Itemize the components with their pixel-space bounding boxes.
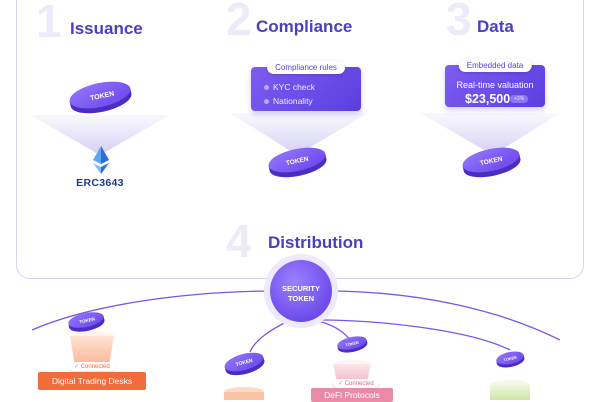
step-4-title: Distribution xyxy=(268,233,364,252)
step-3-number: 3 xyxy=(446,0,472,45)
defi-token-label: TOKEN xyxy=(345,341,359,348)
compliance-rules-title: Compliance rules xyxy=(267,61,345,74)
ethereum-icon xyxy=(93,146,109,174)
right-token-label: TOKEN xyxy=(503,356,517,363)
bottom-left-token xyxy=(224,352,265,376)
compliance-rules-card: Compliance rules KYC check Nationality xyxy=(251,61,361,111)
issuance-token xyxy=(69,81,132,114)
distribution-arc-left xyxy=(31,290,271,331)
bottom-left-token-label: TOKEN xyxy=(235,358,254,368)
step-3-title: Data xyxy=(477,17,514,36)
trading-desks-token-label: TOKEN xyxy=(79,316,95,324)
check-circle-icon: ✓ xyxy=(74,364,80,370)
bottom-left-cup xyxy=(224,387,264,400)
erc3643-label: ERC3643 xyxy=(76,177,124,189)
distribution-arc-right xyxy=(331,290,561,341)
valuation-label: Real-time valuation xyxy=(456,80,534,90)
step-1-number: 1 xyxy=(36,0,62,47)
distribution-link-left xyxy=(249,319,291,353)
defi-cup xyxy=(333,360,371,382)
valuation-amount: $23,500 xyxy=(465,92,511,106)
embedded-data-title: Embedded data xyxy=(458,59,532,72)
distribution-link-mid xyxy=(314,319,351,341)
hub-line-2: TOKEN xyxy=(287,294,315,303)
trading-desks-cup xyxy=(70,331,114,366)
trading-desks-connected-tag: ✓ Connected xyxy=(69,362,115,371)
step-2-title: Compliance xyxy=(256,17,353,36)
data-token-label: TOKEN xyxy=(480,156,504,168)
rule-label: Nationality xyxy=(273,96,313,106)
bullet-icon xyxy=(264,85,269,90)
distribution-link-right xyxy=(317,319,511,351)
connected-label: Connected xyxy=(344,381,374,387)
defi-protocols-label: DeFi Protocols xyxy=(311,388,393,402)
right-token xyxy=(496,351,525,368)
bullet-icon xyxy=(264,99,269,104)
digital-trading-desks-label: Digital Trading Desks xyxy=(38,372,146,390)
right-cup xyxy=(490,380,530,400)
defi-token xyxy=(337,336,368,353)
data-token xyxy=(462,147,521,178)
hub-line-1: SECURITY xyxy=(282,284,320,293)
check-circle-icon: ✓ xyxy=(338,381,344,387)
trading-desks-token xyxy=(68,312,105,332)
security-token-label: SECURITY TOKEN xyxy=(266,284,336,304)
connected-label: Connected xyxy=(80,364,110,370)
compliance-token-label: TOKEN xyxy=(286,156,310,168)
rule-label: KYC check xyxy=(273,82,316,92)
defi-connected-tag: ✓ Connected xyxy=(333,379,379,388)
security-token-hub xyxy=(270,260,332,322)
rule-item: Nationality xyxy=(264,96,313,106)
data-beam xyxy=(420,113,560,155)
valuation-change-badge: +3% xyxy=(510,95,529,103)
issuance-beam xyxy=(30,115,170,155)
embedded-data-card: Embedded data Real-time valuation $23,50… xyxy=(445,59,545,107)
step-4-number: 4 xyxy=(226,215,252,267)
issuance-token-label: TOKEN xyxy=(90,91,115,103)
compliance-beam xyxy=(230,113,368,155)
step-1-title: Issuance xyxy=(70,19,143,38)
compliance-token xyxy=(268,147,327,178)
rule-item: KYC check xyxy=(264,82,316,92)
step-2-number: 2 xyxy=(226,0,252,45)
